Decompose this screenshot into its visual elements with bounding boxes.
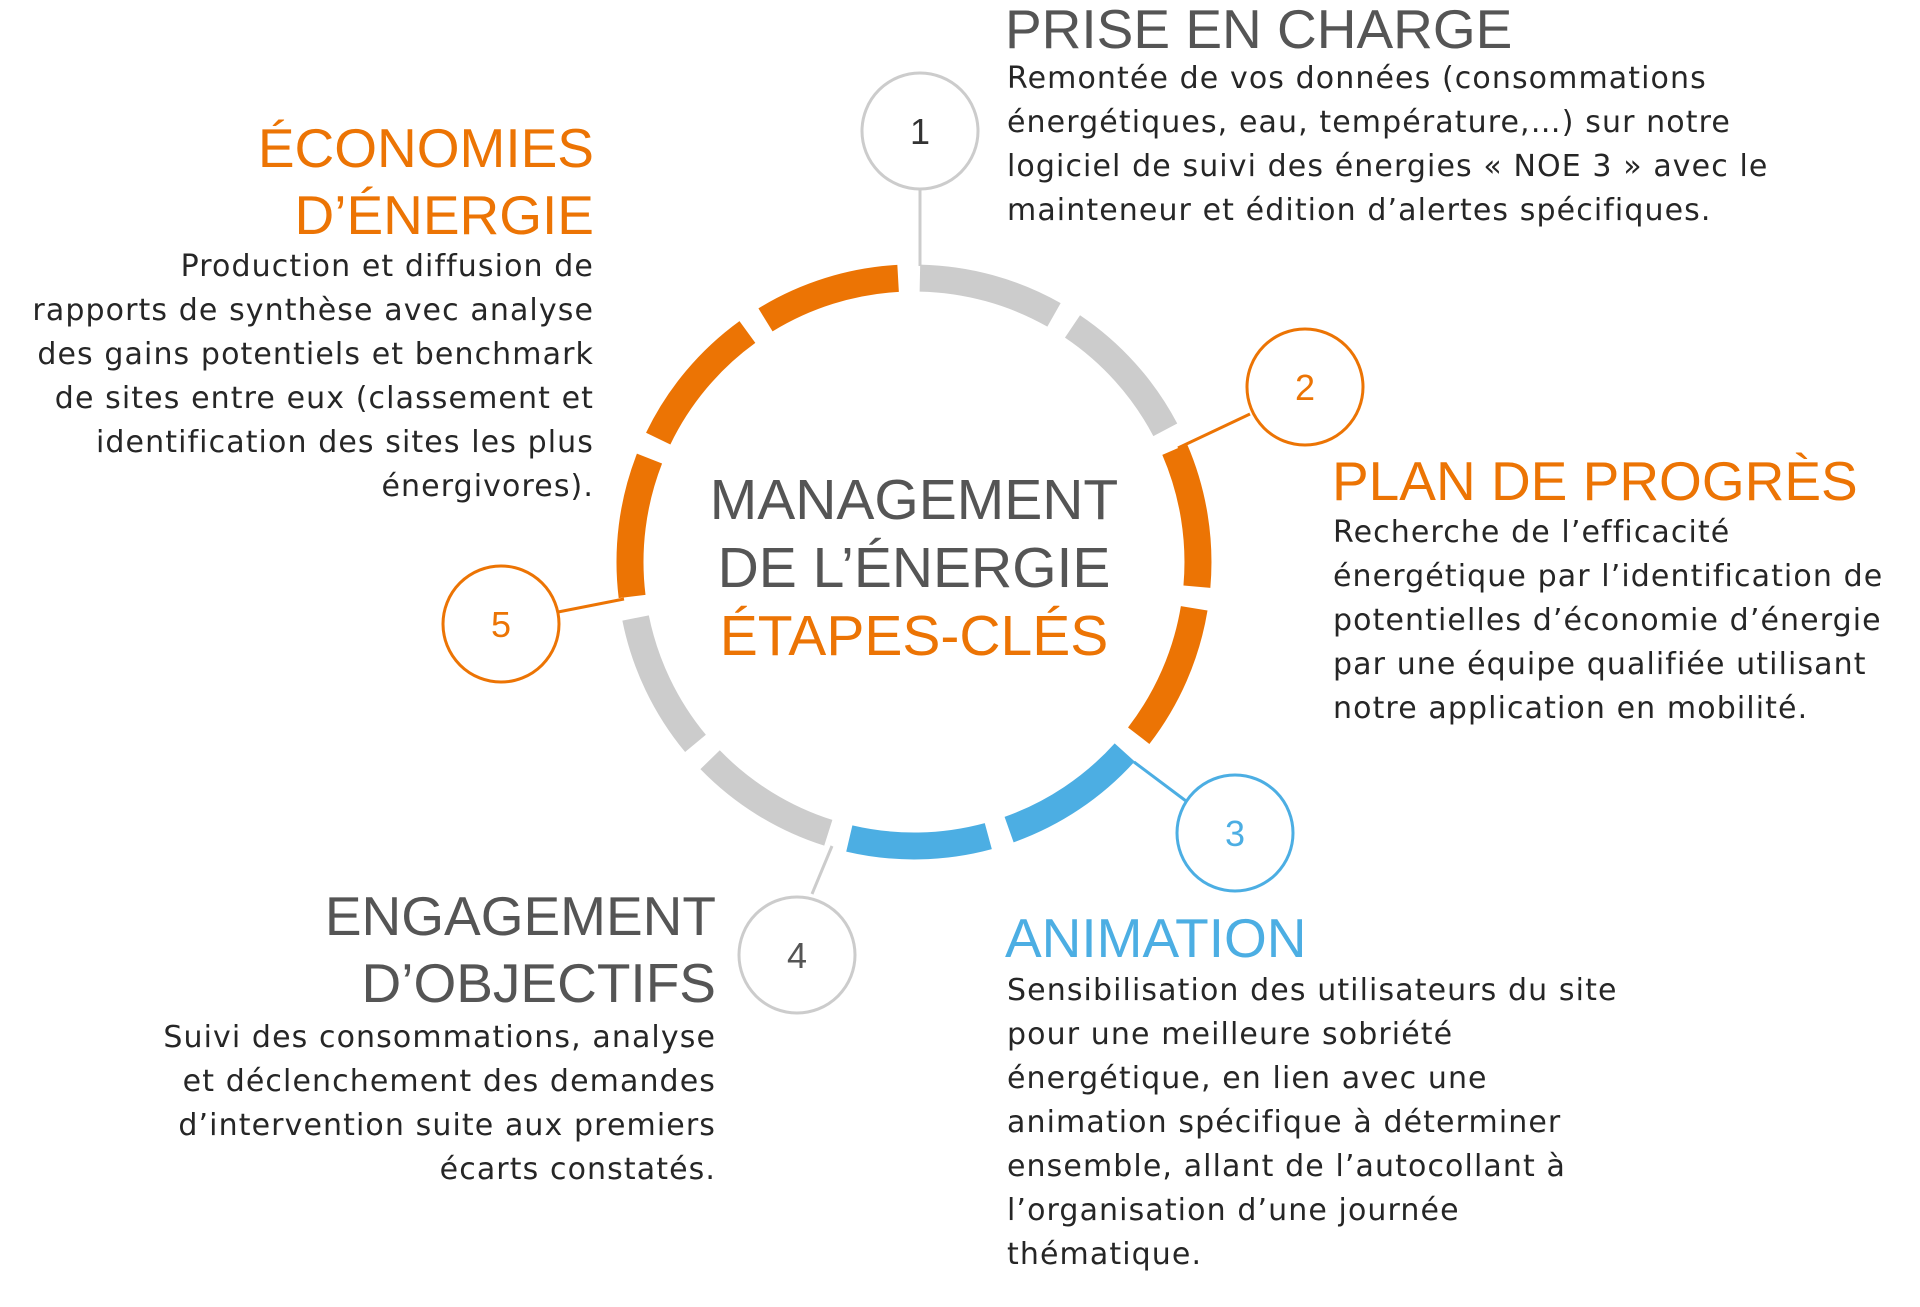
step-2-body-line: par une équipe qualifiée utilisant <box>1333 647 1867 682</box>
step-3-title: ANIMATION <box>1005 905 1306 972</box>
step-4-body-line: Suivi des consommations, analyse <box>163 1020 716 1055</box>
step-2-body-line: énergétique par l’identification de <box>1333 559 1884 594</box>
ring-segment <box>1127 605 1208 744</box>
step-4-title-line: ENGAGEMENT <box>324 885 716 947</box>
step-4-badge: 4 <box>737 895 857 1015</box>
step-2-body-line: notre application en mobilité. <box>1333 691 1809 726</box>
center-title-line-2: DE L’ÉNERGIE <box>717 536 1111 600</box>
step-1-title: PRISE EN CHARGE <box>1005 0 1512 63</box>
step-5-badge: 5 <box>441 564 561 684</box>
step-3-description: Sensibilisation des utilisateurs du site… <box>1007 969 1618 1277</box>
step-4-title-line: D’OBJECTIFS <box>361 952 716 1014</box>
step-5-body-line: de sites entre eux (classement et <box>54 381 594 416</box>
step-5-title-line: ÉCONOMIES <box>257 117 594 179</box>
step-1-body-line: énergétiques, eau, température,…) sur no… <box>1007 105 1731 140</box>
center-title-line-1: MANAGEMENT <box>709 468 1119 532</box>
ring-segment <box>622 615 707 753</box>
step-3-body-line: pour une meilleure sobriété <box>1007 1017 1454 1052</box>
step-4-body-line: d’intervention suite aux premiers <box>178 1108 716 1143</box>
connector-step-5 <box>557 597 625 614</box>
ring-segment <box>1004 743 1135 843</box>
step-1-body-line: Remontée de vos données (consommations <box>1007 61 1707 96</box>
step-1-body-line: logiciel de suivi des énergies « NOE 3 »… <box>1007 149 1769 184</box>
step-5-body-line: énergivores). <box>381 469 594 504</box>
ring-segments <box>616 264 1212 860</box>
step-3-title-line: ANIMATION <box>1005 907 1307 969</box>
step-3-body-line: Sensibilisation des utilisateurs du site <box>1007 973 1618 1008</box>
step-2-title: PLAN DE PROGRÈS <box>1332 448 1858 515</box>
ring-segment <box>1064 315 1178 437</box>
step-4-description: Suivi des consommations, analyse et décl… <box>163 1016 716 1192</box>
step-4-title: ENGAGEMENT D’OBJECTIFS <box>325 883 716 1017</box>
step-5-title: ÉCONOMIES D’ÉNERGIE <box>258 115 594 249</box>
center-title: MANAGEMENT DE L’ÉNERGIE ÉTAPES-CLÉS <box>614 466 1214 670</box>
ring-segment <box>846 823 992 860</box>
step-5-body-line: des gains potentiels et benchmark <box>37 337 594 372</box>
center-title-line-3: ÉTAPES-CLÉS <box>719 604 1109 668</box>
connector-step-4 <box>810 845 834 895</box>
ring-segment <box>919 264 1061 327</box>
step-2-number: 2 <box>1295 367 1315 408</box>
step-4-body-line: écarts constatés. <box>439 1152 716 1187</box>
step-2-badge: 2 <box>1245 327 1365 447</box>
step-3-body-line: énergétique, en lien avec une <box>1007 1061 1488 1096</box>
step-3-body-line: ensemble, allant de l’autocollant à <box>1007 1149 1566 1184</box>
step-2-title-line: PLAN DE PROGRÈS <box>1332 450 1858 512</box>
step-5-body-line: rapports de synthèse avec analyse <box>32 293 594 328</box>
step-1-number: 1 <box>910 111 930 152</box>
step-3-body-line: animation spécifique à déterminer <box>1007 1105 1562 1140</box>
step-3-badge: 3 <box>1175 773 1295 893</box>
ring-segment <box>616 453 663 599</box>
step-2-description: Recherche de l’efficacité énergétique pa… <box>1333 511 1883 731</box>
step-4-body-line: et déclenchement des demandes <box>182 1064 716 1099</box>
step-1-badge: 1 <box>860 71 980 191</box>
ring-segment <box>758 264 900 332</box>
ring-segment <box>1162 444 1212 588</box>
step-2-body-line: Recherche de l’efficacité <box>1333 515 1731 550</box>
connector-step-3 <box>1133 760 1187 803</box>
step-5-title-line: D’ÉNERGIE <box>294 184 595 246</box>
step-5-number: 5 <box>491 604 511 645</box>
step-3-body-line: thématique. <box>1007 1237 1203 1272</box>
step-4-number: 4 <box>787 935 807 976</box>
step-5-description: Production et diffusion de rapports de s… <box>32 245 594 509</box>
ring-segment <box>700 750 833 846</box>
step-1-description: Remontée de vos données (consommations é… <box>1007 57 1768 233</box>
step-5-body-line: identification des sites les plus <box>95 425 594 460</box>
step-3-number: 3 <box>1225 813 1245 854</box>
step-5-body-line: Production et diffusion de <box>180 249 594 284</box>
step-3-body-line: l’organisation d’une journée <box>1007 1193 1460 1228</box>
step-2-body-line: potentielles d’économie d’énergie <box>1333 603 1882 638</box>
step-1-body-line: mainteneur et édition d’alertes spécifiq… <box>1007 193 1712 228</box>
step-1-title-line: PRISE EN CHARGE <box>1005 0 1513 60</box>
connector-step-2 <box>1177 412 1251 450</box>
ring-segment <box>646 321 756 445</box>
